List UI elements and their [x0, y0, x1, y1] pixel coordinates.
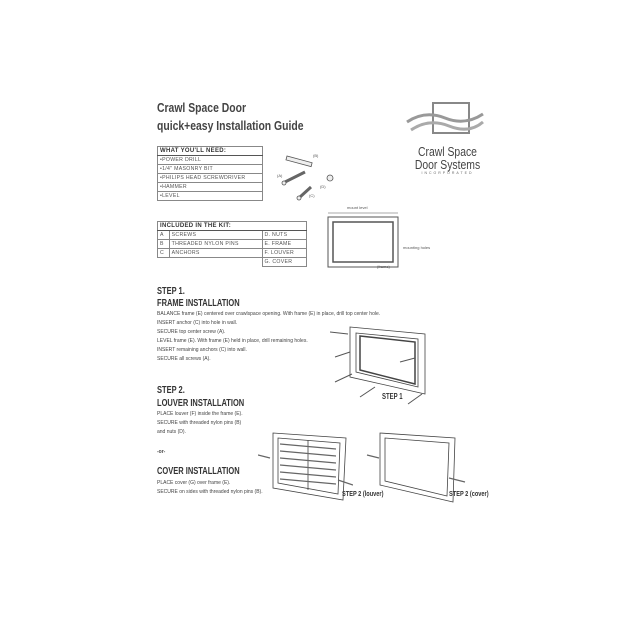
- step1-subtitle: FRAME INSTALLATION: [157, 298, 240, 309]
- table-row: G. COVER: [158, 257, 308, 267]
- step1-title: STEP 1.: [157, 286, 185, 297]
- step1-caption: STEP 1: [382, 392, 403, 401]
- company-logo: Crawl Space Door Systems INCORPORATED: [405, 100, 490, 175]
- logo-line3: INCORPORATED: [421, 171, 474, 175]
- tool-item: •HAMMER: [157, 182, 263, 192]
- tool-item: •POWER DRILL: [157, 155, 263, 165]
- hardware-illustration: (B) (A) (D) (C): [275, 150, 345, 205]
- tool-item: •1/4" MASONRY BIT: [157, 164, 263, 174]
- logo-line1: Crawl Space: [418, 144, 477, 159]
- cover-title: COVER INSTALLATION: [157, 466, 240, 477]
- frame-label: (frame): [377, 264, 390, 269]
- tool-item: •PHILIPS HEAD SCREWDRIVER: [157, 173, 263, 183]
- step2-louver-caption: STEP 2 (louver): [342, 489, 384, 498]
- or-separator: -or-: [157, 449, 166, 455]
- logo-waves-icon: [406, 102, 484, 134]
- label-c: (C): [309, 193, 315, 198]
- label-a: (A): [277, 173, 283, 178]
- logo-line2: Door Systems: [414, 157, 481, 172]
- tools-heading: WHAT YOU'LL NEED:: [157, 146, 263, 156]
- step2-instructions: PLACE louver (F) inside the frame (E).SE…: [157, 411, 243, 435]
- tool-item: •LEVEL: [157, 191, 263, 201]
- louver-illustration: [258, 432, 353, 501]
- step1-frame-illustration: [330, 326, 426, 405]
- label-d: (D): [320, 184, 326, 189]
- label-b: (B): [313, 153, 319, 158]
- kit-heading: INCLUDED IN THE KIT:: [157, 221, 307, 231]
- title-line1: Crawl Space Door: [157, 100, 247, 115]
- title-line2: quick+easy Installation Guide: [157, 118, 304, 133]
- mount-level-label: mount level: [347, 205, 368, 210]
- cover-illustration: [366, 432, 466, 503]
- step2-title: STEP 2.: [157, 385, 185, 396]
- mounting-holes-label: mounting holes: [403, 245, 431, 250]
- cover-instructions: PLACE cover (G) over frame (E).SECURE on…: [157, 480, 263, 495]
- step1-instructions: BALANCE frame (E) centered over crawlspa…: [157, 311, 381, 362]
- frame-diagram: mount level mounting holes (frame): [325, 205, 445, 270]
- tools-needed-table: WHAT YOU'LL NEED: •POWER DRILL •1/4" MAS…: [157, 146, 263, 201]
- step2-subtitle: LOUVER INSTALLATION: [157, 398, 245, 409]
- step2-cover-caption: STEP 2 (cover): [449, 489, 489, 498]
